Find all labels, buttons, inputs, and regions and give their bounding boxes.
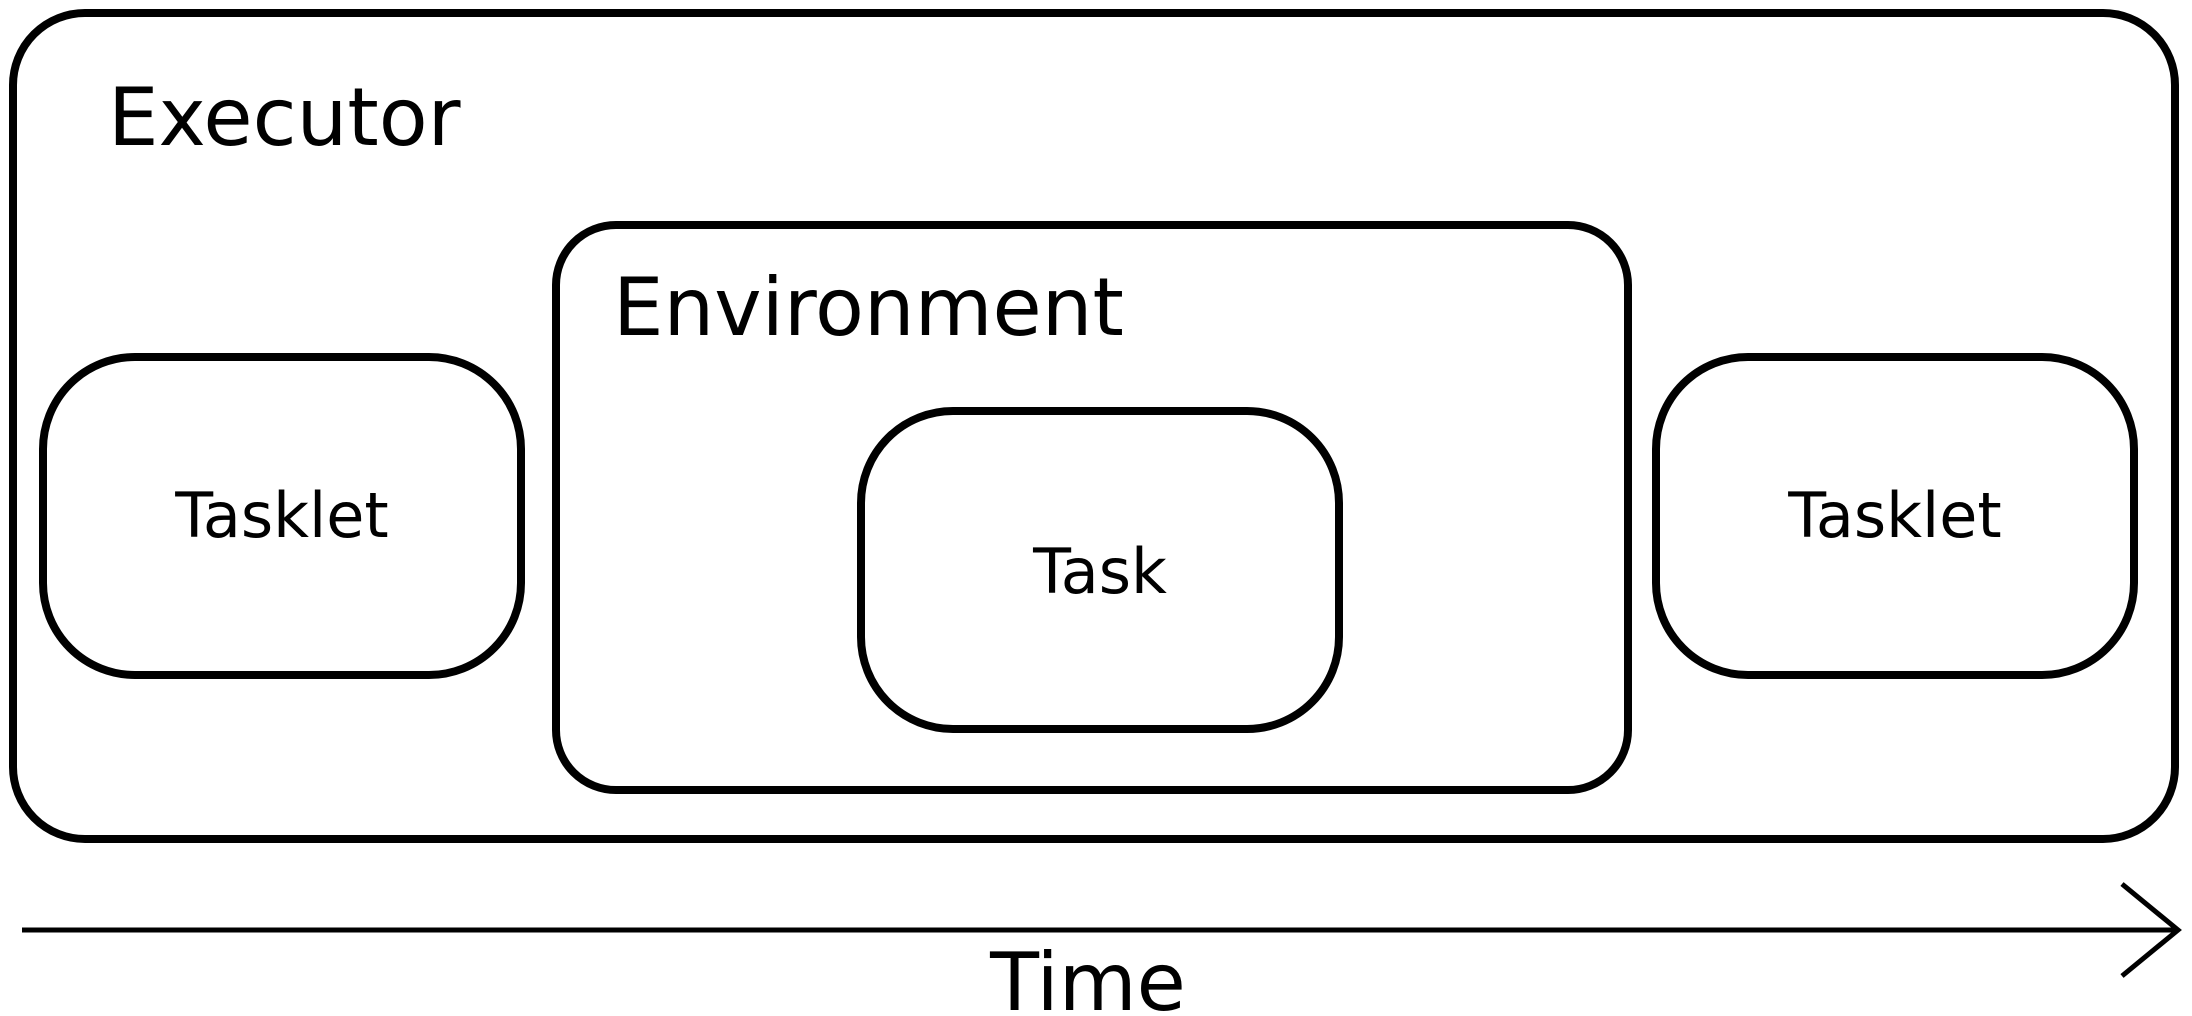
tasklet-right-outline xyxy=(1652,353,2138,679)
executor-label: Executor xyxy=(108,71,461,164)
tasklet-right-label: Tasklet xyxy=(1787,479,2002,552)
time-axis-label: Time xyxy=(989,936,1186,1016)
time-axis: Time xyxy=(22,882,2182,1016)
task-label: Task xyxy=(1032,535,1167,608)
task-box: Task xyxy=(857,407,1343,733)
tasklet-left-label: Tasklet xyxy=(174,479,389,552)
arrow-right-icon xyxy=(2120,882,2182,978)
tasklet-left: Tasklet xyxy=(39,353,525,679)
tasklet-right: Tasklet xyxy=(1652,353,2138,679)
tasklet-left-outline xyxy=(39,353,525,679)
task-outline xyxy=(857,407,1343,733)
environment-label: Environment xyxy=(613,261,1124,354)
